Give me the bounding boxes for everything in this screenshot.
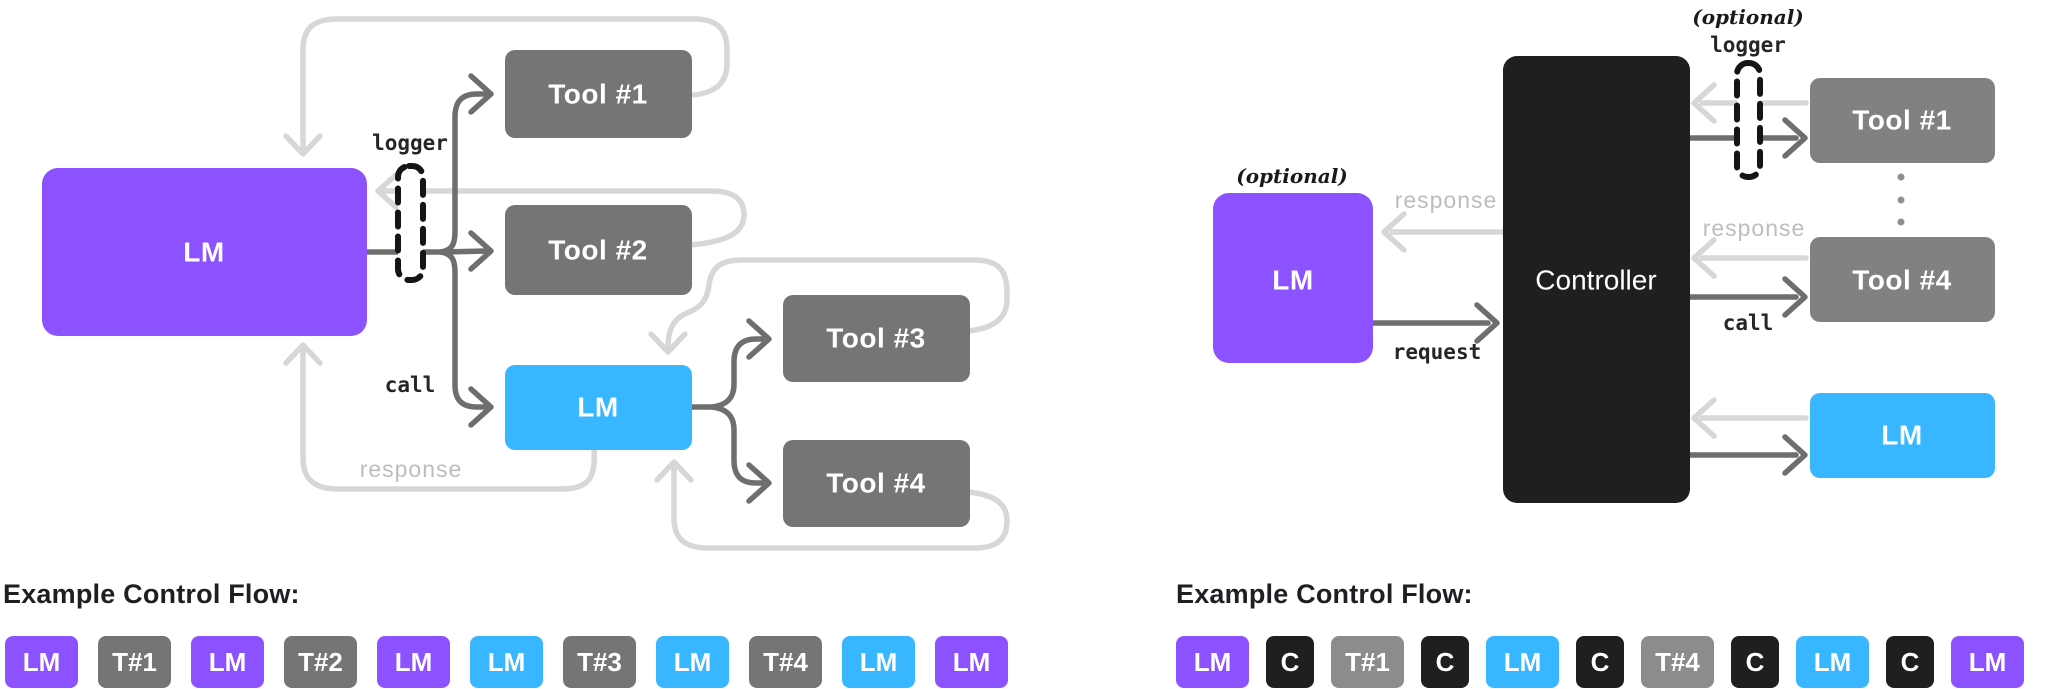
flow-badge-lm: LM [1796,636,1869,688]
flow-badge-t2: T#2 [284,636,357,688]
vertical-ellipsis-icon [1897,173,1905,226]
arrow-call-lm-sub-right-arrowhead [1782,434,1808,476]
flow-badge-t4: T#4 [749,636,822,688]
flow-badge-t4: T#4 [1641,636,1714,688]
arrow-tool4-response-to-lm-sub [671,463,1010,551]
arrow-call-tool1-arrowhead [468,73,494,115]
flow-badge-c: C [1266,636,1314,688]
node-tool1-label: Tool #1 [548,79,647,110]
node-lm-right-label: LM [1272,265,1313,296]
node-tool3-label: Tool #3 [826,323,925,354]
flow-badge-lm: LM [1486,636,1559,688]
arrow-response-lm-arrowhead [1381,211,1407,253]
arrow-lm-sub-response-arrowhead [283,342,323,366]
node-tool3: Tool #3 [783,295,970,382]
arrow-tool1-response-to-lm [300,16,730,153]
node-lm-sub-right-label: LM [1881,420,1922,451]
arrow-tool2-response-to-lm [379,188,747,248]
flow-badge-lm: LM [842,636,915,688]
arrow-tool4-response-arrowhead [654,459,694,483]
arrow-response-tool1-arrowhead [1691,82,1717,124]
flow-badge-c: C [1576,636,1624,688]
arrow-tool1-response-arrowhead [283,133,323,157]
flow-badge-lm: LM [656,636,729,688]
flow-badge-lm: LM [470,636,543,688]
call-label: call [385,373,436,397]
logger-icon [395,163,426,283]
arrow-request-arrowhead [1474,302,1500,344]
response-label: response [360,456,463,482]
arrow-lm-sub-call-to-tool4 [709,404,765,486]
arrow-response-tool4-arrowhead [1691,237,1717,279]
node-tool2: Tool #2 [505,205,692,295]
flow-badge-t1: T#1 [98,636,171,688]
arrow-tool2-response-arrowhead [375,171,400,211]
arrow-response-lm-sub-arrowhead [1691,397,1717,439]
flow-badge-c: C [1731,636,1779,688]
arrow-lm-call-to-lm-sub [438,249,489,410]
right-flow-heading: Example Control Flow: [1176,579,1473,609]
flow-badge-t1: T#1 [1331,636,1404,688]
arrow-tool3-response-arrowhead [648,331,688,355]
node-lm-sub-right: LM [1810,393,1995,478]
request-label: request [1393,340,1482,364]
flow-badge-t3: T#3 [563,636,636,688]
arrow-lm-sub-call-to-tool3 [709,336,765,410]
node-lm-right: LM [1213,193,1373,363]
logger-label-right: logger [1710,33,1786,57]
response-lm-label: response [1395,187,1498,213]
arrow-call-tool4-right-arrowhead [1782,276,1808,318]
response-tool-label: response [1703,215,1806,241]
node-tool1: Tool #1 [505,50,692,138]
left-flow-heading: Example Control Flow: [3,579,300,609]
optional-lm-label: (optional) [1236,164,1348,188]
flow-badge-lm: LM [1176,636,1249,688]
flow-badge-lm: LM [935,636,1008,688]
node-tool4-right-label: Tool #4 [1852,265,1951,296]
right-diagram: LM Controller Tool #1 Tool #4 LM [1213,5,1995,503]
node-tool4-label: Tool #4 [826,468,925,499]
arrow-lm-call-to-tool1 [438,91,489,255]
node-lm-sub-label: LM [577,392,618,423]
flow-badge-c: C [1421,636,1469,688]
flow-badge-c: C [1886,636,1934,688]
node-tool1-right: Tool #1 [1810,78,1995,163]
optional-logger-label: (optional) [1692,5,1804,29]
flow-badge-lm: LM [1951,636,2024,688]
control-flow-sequence-left: LM T#1 LM T#2 LM LM T#3 LM T#4 LM LM [5,636,1008,688]
node-lm-main-label: LM [183,237,224,268]
flow-badge-lm: LM [5,636,78,688]
arrow-call-tool4-arrowhead [746,462,772,504]
node-controller-label: Controller [1535,265,1656,296]
node-lm-main: LM [42,168,367,336]
logger-icon-right [1734,60,1763,180]
arrow-lm-call-to-tool2 [441,248,489,255]
node-lm-sub: LM [505,365,692,450]
node-tool4: Tool #4 [783,440,970,527]
node-tool4-right: Tool #4 [1810,237,1995,322]
arrow-call-tool3-arrowhead [746,318,772,360]
arrow-call-lm-sub-arrowhead [468,386,494,428]
node-tool2-label: Tool #2 [548,235,647,266]
node-controller: Controller [1503,56,1690,503]
logger-label: logger [372,131,448,155]
flow-badge-lm: LM [191,636,264,688]
call-label-right: call [1723,311,1774,335]
node-tool1-right-label: Tool #1 [1852,105,1951,136]
arrow-lm-sub-response-to-lm [300,346,598,492]
arrow-call-tool1-right-arrowhead [1782,117,1808,159]
arrow-call-tool2-arrowhead [468,230,494,272]
flow-badge-lm: LM [377,636,450,688]
control-flow-sequence-right: LM C T#1 C LM C T#4 C LM C LM [1176,636,2024,688]
arrow-tool3-response-to-lm-sub [665,257,1010,350]
left-diagram: LM Tool #1 Tool #2 LM Tool #3 Tool #4 [42,16,1010,551]
